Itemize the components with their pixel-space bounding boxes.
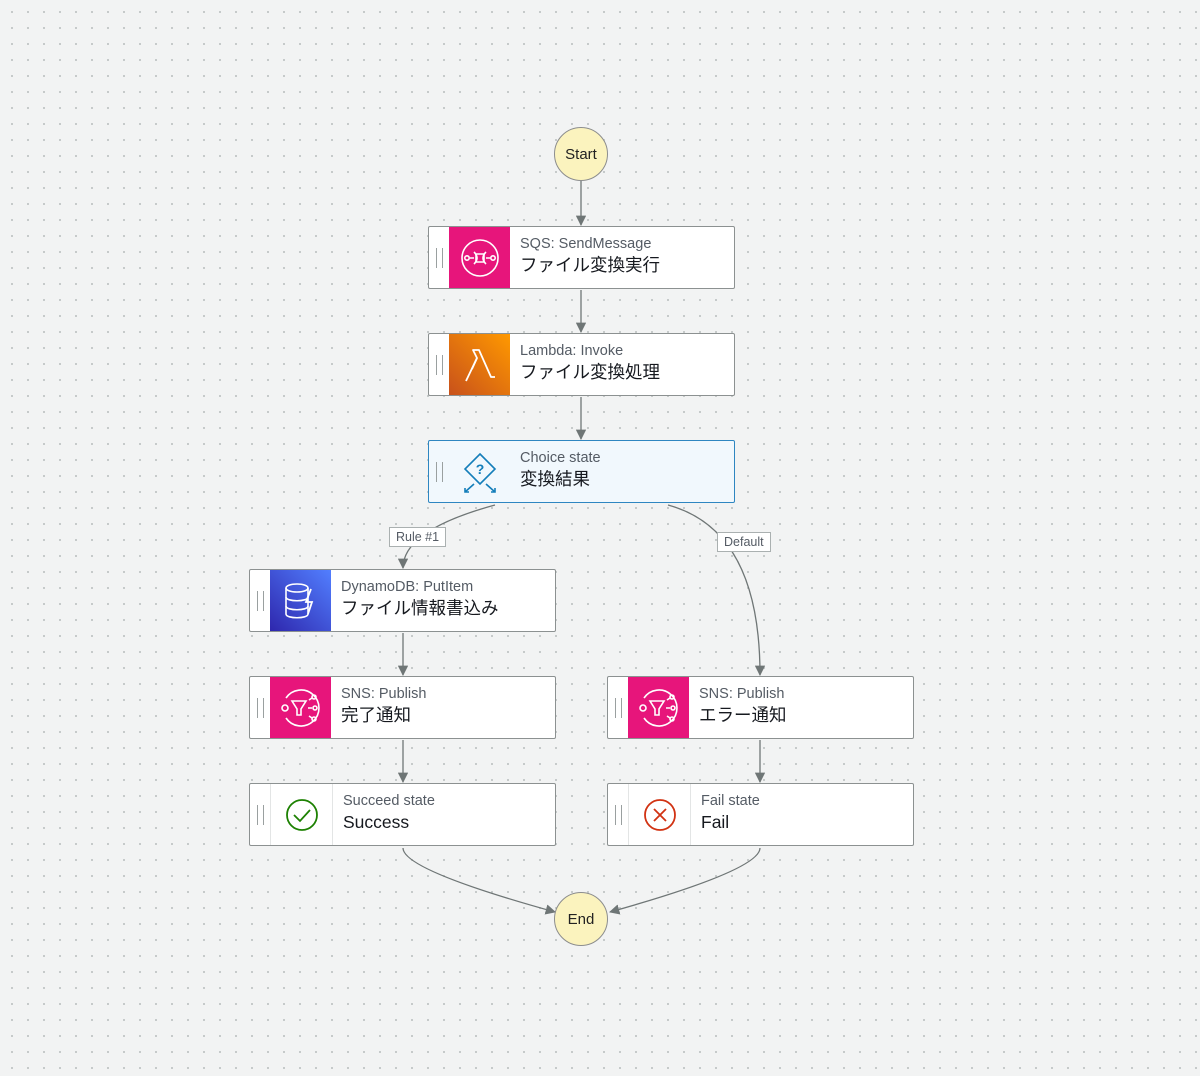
start-label: Start bbox=[565, 145, 597, 163]
state-name-label: エラー通知 bbox=[699, 705, 787, 725]
dynamodb-icon bbox=[270, 570, 331, 631]
state-succeed[interactable]: Succeed state Success bbox=[249, 783, 556, 846]
edge-fail-end bbox=[608, 847, 761, 915]
state-type-label: Fail state bbox=[701, 793, 760, 809]
state-name-label: 完了通知 bbox=[341, 705, 411, 725]
state-type-label: DynamoDB: PutItem bbox=[341, 579, 474, 595]
state-sns-publish-error[interactable]: SNS: Publish エラー通知 bbox=[607, 676, 914, 739]
edge-choice-sns-error bbox=[667, 504, 766, 677]
edge-label-default[interactable]: Default bbox=[717, 532, 771, 552]
x-circle-icon bbox=[628, 784, 691, 845]
lambda-icon bbox=[449, 334, 510, 395]
sns-topic-icon bbox=[270, 677, 331, 738]
state-lambda-invoke[interactable]: Lambda: Invoke ファイル変換処理 bbox=[428, 333, 735, 396]
state-sqs-send-message[interactable]: SQS: SendMessage ファイル変換実行 bbox=[428, 226, 735, 289]
state-name-label: ファイル変換処理 bbox=[520, 362, 660, 382]
drag-handle-icon[interactable] bbox=[250, 677, 270, 738]
state-type-label: Choice state bbox=[520, 450, 601, 466]
svg-text:?: ? bbox=[475, 461, 484, 477]
state-sns-publish-done[interactable]: SNS: Publish 完了通知 bbox=[249, 676, 556, 739]
state-choice[interactable]: ? Choice state 変換結果 bbox=[428, 440, 735, 503]
state-type-label: Lambda: Invoke bbox=[520, 343, 624, 359]
sns-topic-icon bbox=[628, 677, 689, 738]
state-name-label: Success bbox=[343, 812, 410, 832]
start-node: Start bbox=[554, 127, 608, 181]
drag-handle-icon[interactable] bbox=[429, 334, 449, 395]
end-label: End bbox=[567, 910, 595, 928]
edge-succeed-end bbox=[402, 847, 557, 915]
state-name-label: Fail bbox=[701, 812, 730, 832]
drag-handle-icon[interactable] bbox=[608, 677, 628, 738]
state-name-label: ファイル情報書込み bbox=[341, 598, 499, 618]
state-dynamodb-putitem[interactable]: DynamoDB: PutItem ファイル情報書込み bbox=[249, 569, 556, 632]
sqs-queue-icon bbox=[449, 227, 510, 288]
drag-handle-icon[interactable] bbox=[429, 227, 449, 288]
state-type-label: Succeed state bbox=[343, 793, 435, 809]
drag-handle-icon[interactable] bbox=[250, 570, 270, 631]
state-name-label: ファイル変換実行 bbox=[520, 255, 660, 275]
drag-handle-icon[interactable] bbox=[250, 784, 270, 845]
check-circle-icon bbox=[270, 784, 333, 845]
state-type-label: SQS: SendMessage bbox=[520, 236, 652, 252]
drag-handle-icon[interactable] bbox=[429, 441, 449, 502]
drag-handle-icon[interactable] bbox=[608, 784, 628, 845]
state-type-label: SNS: Publish bbox=[341, 686, 427, 702]
choice-diamond-icon: ? bbox=[449, 441, 510, 502]
edge-label-rule1[interactable]: Rule #1 bbox=[389, 527, 447, 547]
state-type-label: SNS: Publish bbox=[699, 686, 785, 702]
state-fail[interactable]: Fail state Fail bbox=[607, 783, 914, 846]
state-name-label: 変換結果 bbox=[520, 469, 590, 489]
end-node: End bbox=[554, 892, 608, 946]
